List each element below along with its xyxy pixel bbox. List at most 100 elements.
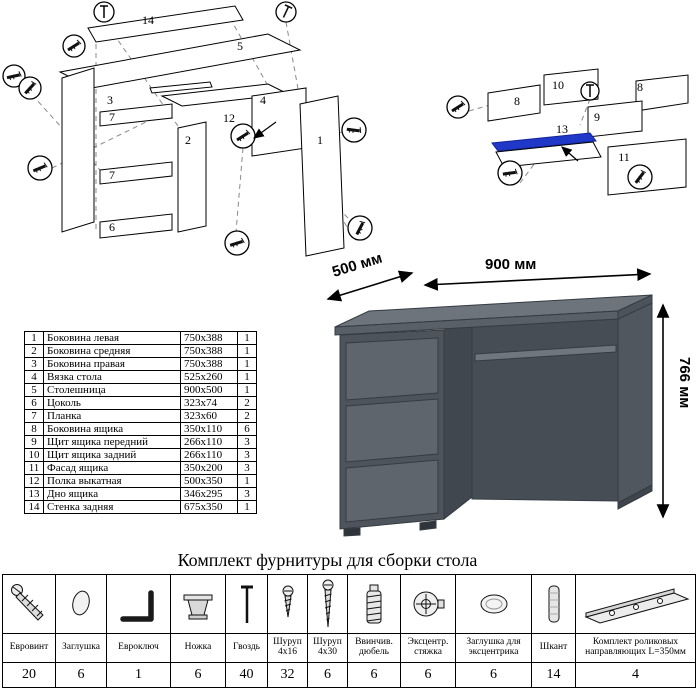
hardware-qty-row: 20 6 1 6 40 32 6 6 6 6 14 4 (2, 662, 696, 688)
part-label: 1 (317, 133, 323, 147)
part-label: 7 (109, 168, 115, 182)
part-8-drawer-side (487, 84, 541, 122)
hardware-qty: 6 (307, 662, 348, 688)
plug-icon (55, 574, 107, 634)
part-label: 13 (556, 122, 568, 136)
part-14-back-wall (87, 5, 244, 43)
hardware-qty: 20 (2, 662, 56, 688)
hardware-name: Шкант (531, 633, 576, 663)
fastener-callouts (2, 1, 373, 256)
hardware-qty: 14 (531, 662, 576, 688)
cabinet-side (443, 319, 473, 521)
slide-rail (149, 81, 213, 94)
right-side-panel (617, 302, 653, 504)
hardware-name: Евровинт (2, 633, 56, 663)
exploded-view-drawer: 8 10 8 9 13 11 (446, 68, 689, 196)
right-side-panel-edge (617, 484, 653, 510)
depth-dimension-arrow (326, 270, 414, 302)
foot-icon (170, 574, 226, 634)
hardware-table: Евровинт Заглушка Евроключ Ножка Гвоздь … (2, 574, 696, 688)
exploded-view-desk: 14 5 3 7 7 6 2 12 4 1 (2, 1, 373, 257)
hardware-name: Ножка (170, 633, 226, 663)
part-label: 11 (618, 150, 630, 164)
keyboard-tray (474, 344, 617, 362)
hardware-name: Гвоздь (225, 633, 268, 663)
hardware-name: Шуруп 4x16 (267, 633, 308, 663)
hardware-icons-row (2, 574, 696, 634)
hardware-name: Заглушка для эксцентрика (455, 633, 532, 663)
drawer-front-3 (345, 459, 439, 523)
hardware-qty: 1 (106, 662, 171, 688)
desk-body (334, 294, 653, 537)
part-3-left-side (61, 67, 95, 233)
part-9-drawer-front (587, 100, 643, 138)
tabletop-right-edge (617, 294, 653, 320)
cam-cap-icon (455, 574, 532, 634)
hardware-name: Шуруп 4x30 (307, 633, 348, 663)
dowel-screw-icon (347, 574, 401, 634)
width-dimension-arrow (423, 268, 652, 291)
desk-render: 900 мм 500 мм 766 мм (326, 255, 693, 537)
hardware-name: Комплект роликовых направляющих L=350мм (575, 633, 696, 663)
part-label: 8 (637, 80, 643, 94)
nail-icon (225, 574, 268, 634)
hardware-name: Эксцентр. стяжка (400, 633, 456, 663)
hardware-name: Евроключ (106, 633, 171, 663)
part-label: 10 (552, 78, 564, 92)
part-label: 7 (109, 110, 115, 124)
part-7-rail-bottom (99, 161, 173, 185)
part-6-plinth (99, 213, 173, 239)
pointer-arrow (561, 146, 579, 162)
drawer-front-1 (345, 337, 439, 401)
hardware-qty: 6 (455, 662, 532, 688)
part-8-drawer-side-2 (635, 74, 689, 112)
screw-short-icon (267, 574, 308, 634)
drawer-front-2 (345, 398, 439, 463)
foot-right (419, 520, 437, 531)
part-2-middle-side (177, 121, 207, 233)
cam-lock-icon (400, 574, 456, 634)
hardware-qty: 6 (347, 662, 401, 688)
hardware-qty: 6 (55, 662, 107, 688)
euro-screw-icon (2, 574, 56, 634)
part-label: 14 (142, 13, 154, 27)
fastener-callouts (446, 81, 653, 190)
drawer-bottom-panel (495, 141, 602, 168)
part-label: 6 (109, 220, 115, 234)
drawer-slide-icon (575, 574, 696, 634)
depth-dimension-label: 500 мм (330, 255, 384, 281)
part-13-drawer-bottom-highlight (491, 132, 597, 152)
desk-underside (471, 311, 619, 502)
part-1-right-side (299, 95, 345, 257)
part-label: 3 (107, 93, 113, 107)
part-label: 12 (223, 111, 235, 125)
hardware-kit-title: Комплект фурнитуры для сборки стола (177, 550, 478, 570)
hardware-name: Ввинчив. дюбель (347, 633, 401, 663)
hardware-qty: 4 (575, 662, 696, 688)
screw-long-icon (307, 574, 348, 634)
wood-dowel-icon (531, 574, 576, 634)
part-label: 5 (237, 39, 243, 53)
hex-key-icon (106, 574, 171, 634)
hardware-names-row: Евровинт Заглушка Евроключ Ножка Гвоздь … (2, 633, 696, 663)
part-label: 2 (185, 133, 191, 147)
width-dimension-label: 900 мм (485, 256, 536, 273)
part-7-rail-top (99, 103, 173, 127)
hardware-qty: 6 (400, 662, 456, 688)
foot-left (343, 527, 361, 537)
